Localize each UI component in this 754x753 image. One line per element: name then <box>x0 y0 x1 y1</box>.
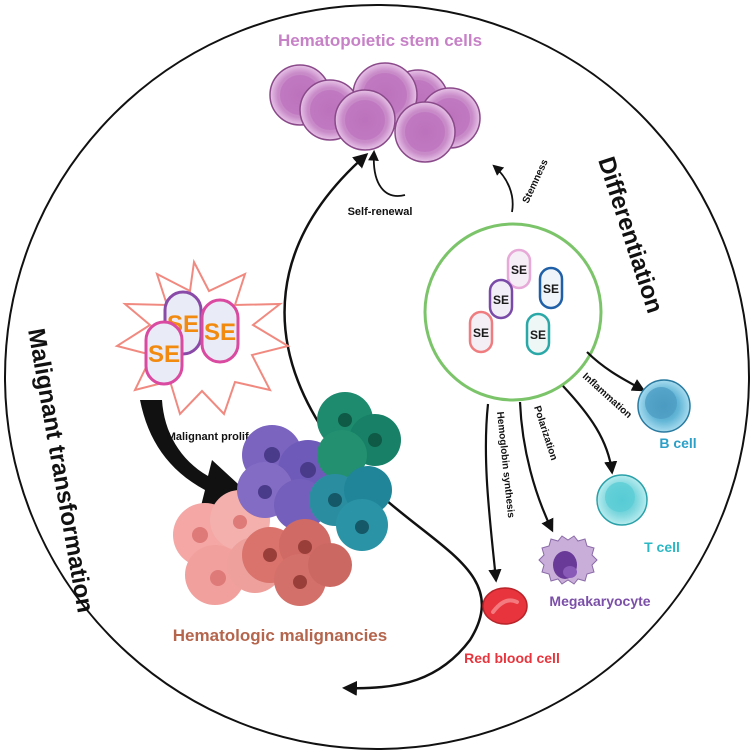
b-cell-label: B cell <box>659 435 696 451</box>
cluster-red <box>242 519 352 606</box>
se-capsule-teal: SE <box>525 312 551 356</box>
megakaryocyte-icon <box>538 535 598 585</box>
hematologic-malignancies-label: Hematologic malignancies <box>173 626 387 645</box>
hsc-cluster <box>269 62 481 163</box>
s-curve-arrow <box>283 153 484 696</box>
malignant-proliferation-arrow <box>140 400 250 510</box>
t-cell-label: T cell <box>644 539 680 555</box>
svg-text:SE: SE <box>530 328 546 342</box>
megakaryocyte-label: Megakaryocyte <box>549 593 650 609</box>
svg-text:SE: SE <box>543 282 559 296</box>
t-cell-icon <box>596 474 648 526</box>
svg-text:SE: SE <box>493 293 509 307</box>
svg-text:SE: SE <box>148 341 180 368</box>
svg-text:SE: SE <box>204 319 236 346</box>
arrow-to-t-cell <box>562 385 618 475</box>
se-capsule-blue: SE <box>538 266 564 310</box>
se-cell-circle <box>423 222 603 402</box>
hsc-cell <box>394 101 456 163</box>
cluster-teal <box>309 466 392 551</box>
stemness-arrow <box>492 164 514 213</box>
se-capsule-purple: SE <box>488 278 514 320</box>
se-capsule-large-magenta-right: SE <box>200 298 240 364</box>
red-blood-cell-icon <box>482 587 528 625</box>
malignancy-cluster <box>173 392 401 606</box>
svg-text:SE: SE <box>511 263 527 277</box>
arrow-to-megakaryocyte <box>518 401 554 533</box>
se-capsule-pink: SE <box>506 248 532 290</box>
se-capsule-large-magenta-left: SE <box>144 320 184 386</box>
arrow-to-b-cell <box>586 351 646 392</box>
arrow-to-red-blood-cell <box>484 403 502 583</box>
self-renewal-arrow <box>368 149 406 197</box>
hsc-label: Hematopoietic stem cells <box>278 31 482 50</box>
b-cell-icon <box>637 379 691 433</box>
cluster-green <box>317 392 401 480</box>
hsc-cell <box>334 89 396 151</box>
self-renewal-label: Self-renewal <box>348 206 413 218</box>
svg-text:SE: SE <box>473 326 489 340</box>
se-capsule-salmon: SE <box>468 310 494 354</box>
red-blood-cell-label: Red blood cell <box>464 650 560 666</box>
